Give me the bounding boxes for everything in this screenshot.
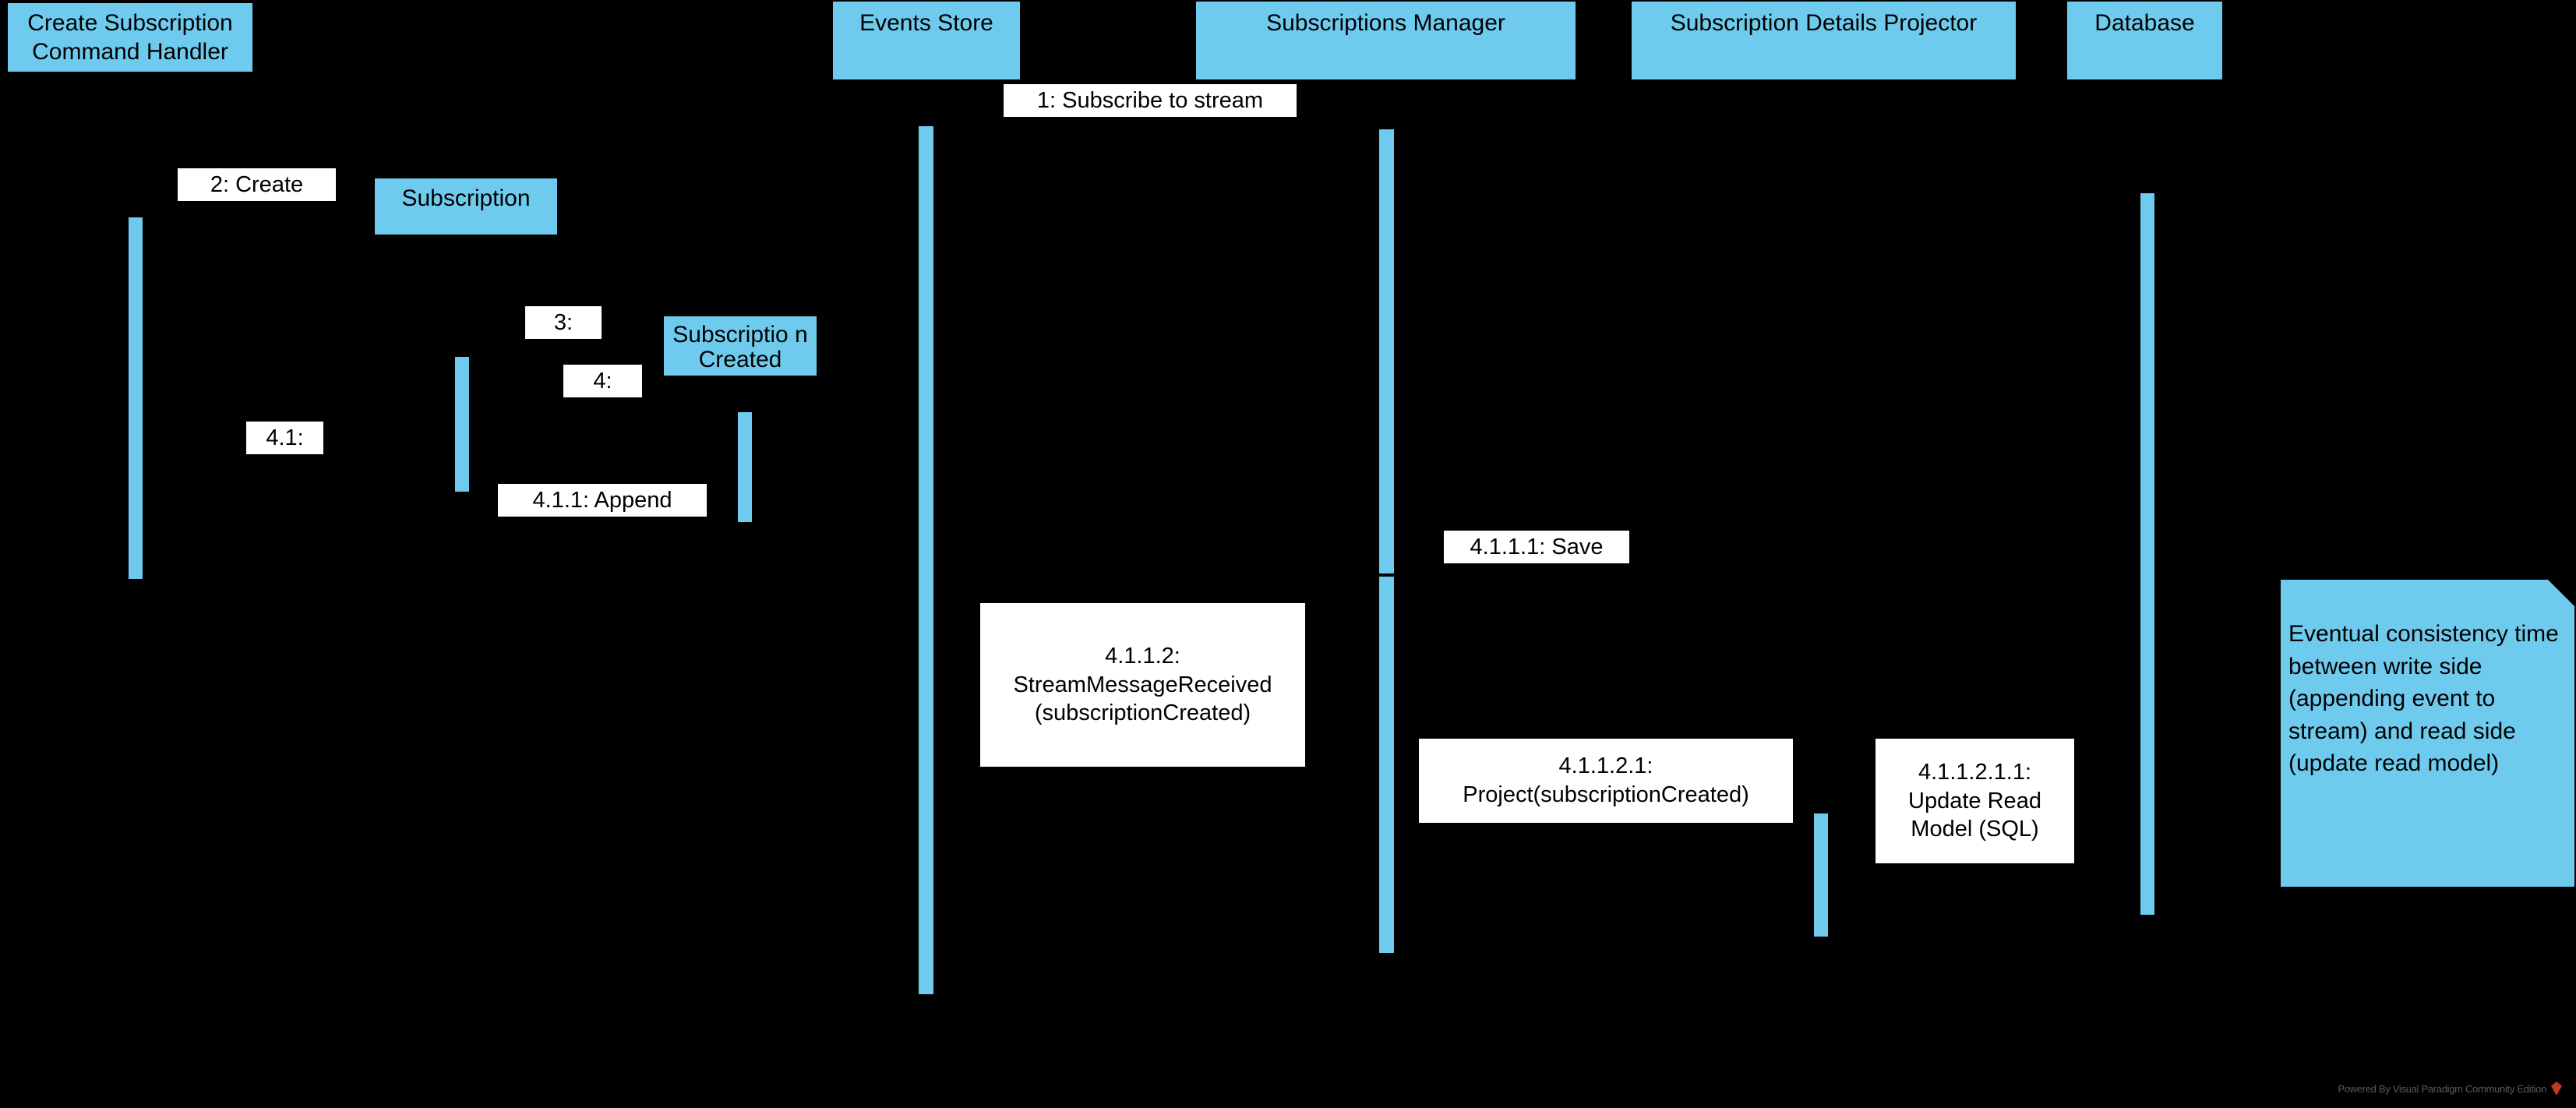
activation-bar-subscription-created (736, 411, 753, 524)
message-label-save[interactable]: 4.1.1.1: Save (1444, 531, 1629, 563)
lifeline-header-subscriptions-manager[interactable]: Subscriptions Manager (1194, 0, 1577, 81)
watermark-text: Powered By Visual Paradigm Community Edi… (2338, 1082, 2546, 1095)
object-box-subscription-created[interactable]: Subscriptio n Created (662, 315, 818, 377)
lifeline-header-subscription-details-projector[interactable]: Subscription Details Projector (1630, 0, 2017, 81)
message-label-append[interactable]: 4.1.1: Append (498, 484, 707, 517)
lifeline-header-events-store[interactable]: Events Store (831, 0, 1022, 81)
lifeline-header-create-subscription-command-handler[interactable]: Create Subscription Command Handler (6, 2, 254, 73)
lifeline-label-events-store: Events Store (859, 10, 993, 36)
message-text-4-1: 4.1: (266, 425, 304, 450)
lifeline-label-subscription-details-projector: Subscription Details Projector (1670, 10, 1978, 36)
object-box-subscription[interactable]: Subscription (373, 177, 559, 236)
lifeline-label-database: Database (2094, 10, 2195, 36)
message-text-4-1-1: 4.1.1: Append (532, 487, 672, 513)
message-label-update-read-model[interactable]: 4.1.1.2.1.1: Update Read Model (SQL) (1876, 739, 2074, 863)
activation-bar-subscription (453, 355, 471, 493)
message-text-4-1-1-2: 4.1.1.2: StreamMessageReceived (subscrip… (1013, 644, 1272, 726)
activation-bar-subscription-details-projector (1812, 812, 1830, 938)
message-text-4-1-1-1: 4.1.1.1: Save (1470, 534, 1604, 559)
message-label-3[interactable]: 3: (525, 306, 602, 339)
message-text-1: 1: Subscribe to stream (1036, 87, 1264, 113)
activation-bar-database (2139, 192, 2156, 916)
note-eventual-consistency[interactable]: Eventual consistency time between write … (2279, 578, 2576, 888)
message-label-4-1[interactable]: 4.1: (246, 422, 323, 454)
activation-bar-subscriptions-manager-upper (1378, 128, 1396, 575)
message-text-4: 4: (593, 368, 612, 393)
message-label-create[interactable]: 2: Create (178, 168, 336, 201)
object-label-subscription: Subscription (401, 185, 531, 211)
activation-bar-command-handler (127, 216, 144, 580)
message-text-4-1-1-2-1-1: 4.1.1.2.1.1: Update Read Model (SQL) (1908, 760, 2041, 842)
lifeline-label-subscriptions-manager: Subscriptions Manager (1266, 10, 1505, 36)
message-label-project[interactable]: 4.1.1.2.1: Project(subscriptionCreated) (1419, 739, 1793, 823)
note-text: Eventual consistency time between write … (2288, 621, 2559, 776)
message-text-4-1-1-2-1: 4.1.1.2.1: Project(subscriptionCreated) (1463, 753, 1749, 807)
visual-paradigm-logo-icon (2551, 1082, 2562, 1096)
lifeline-label-create-subscription-command-handler: Create Subscription Command Handler (27, 10, 233, 65)
watermark: Powered By Visual Paradigm Community Edi… (2338, 1082, 2562, 1096)
message-label-subscribe-to-stream[interactable]: 1: Subscribe to stream (1004, 84, 1297, 117)
message-text-2: 2: Create (210, 171, 304, 197)
activation-bar-subscriptions-manager-lower (1378, 575, 1396, 955)
activation-bar-events-store (917, 125, 935, 996)
message-text-3: 3: (553, 309, 573, 335)
message-label-4[interactable]: 4: (563, 365, 642, 397)
object-label-subscription-created: Subscriptio n Created (672, 322, 808, 373)
message-label-stream-message-received[interactable]: 4.1.1.2: StreamMessageReceived (subscrip… (980, 603, 1305, 767)
lifeline-header-database[interactable]: Database (2066, 0, 2224, 81)
